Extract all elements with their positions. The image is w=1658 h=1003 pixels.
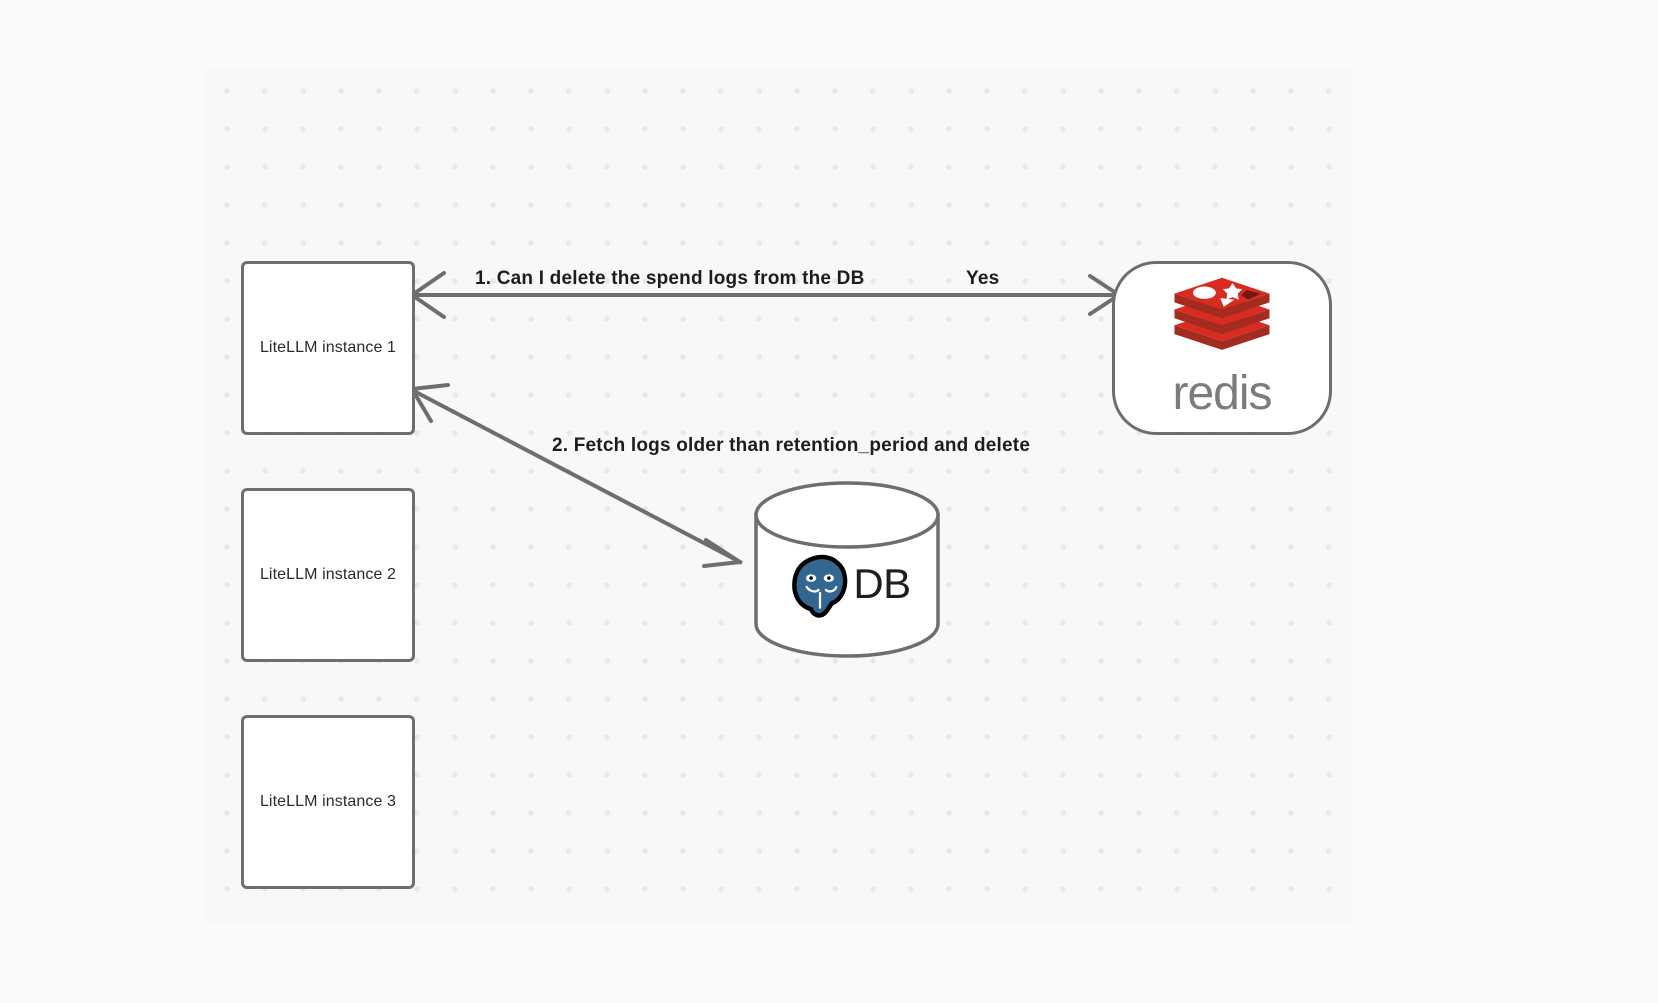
redis-logo-icon xyxy=(1174,277,1270,350)
node-litellm-instance-1[interactable]: LiteLLM instance 1 xyxy=(241,261,415,435)
node-label-litellm-1: LiteLLM instance 1 xyxy=(259,339,397,356)
edge-2-line xyxy=(411,388,743,565)
node-label-litellm-2: LiteLLM instance 2 xyxy=(259,566,397,583)
redis-wordmark: redis xyxy=(1172,366,1272,420)
postgres-row: DB xyxy=(783,547,911,621)
postgresql-elephant-icon xyxy=(792,554,848,618)
edge-1-label: 1. Can I delete the spend logs from the … xyxy=(475,268,865,289)
edge-litellm1-db[interactable] xyxy=(410,383,743,568)
node-litellm-instance-3[interactable]: LiteLLM instance 3 xyxy=(241,715,415,889)
node-label-litellm-3: LiteLLM instance 3 xyxy=(259,793,397,810)
node-redis[interactable]: redis xyxy=(1112,261,1332,435)
cylinder-top xyxy=(754,481,940,549)
edge-2-label: 2. Fetch logs older than retention_perio… xyxy=(552,435,1031,456)
edge-2-arrowhead-upleft xyxy=(410,383,450,423)
edge-1-reply-label: Yes xyxy=(966,268,1000,289)
edge-2-arrowhead-downright xyxy=(702,538,742,568)
node-database[interactable]: DB xyxy=(756,483,938,656)
database-content: DB xyxy=(756,483,938,656)
database-label: DB xyxy=(853,559,911,607)
node-litellm-instance-2[interactable]: LiteLLM instance 2 xyxy=(241,488,415,662)
